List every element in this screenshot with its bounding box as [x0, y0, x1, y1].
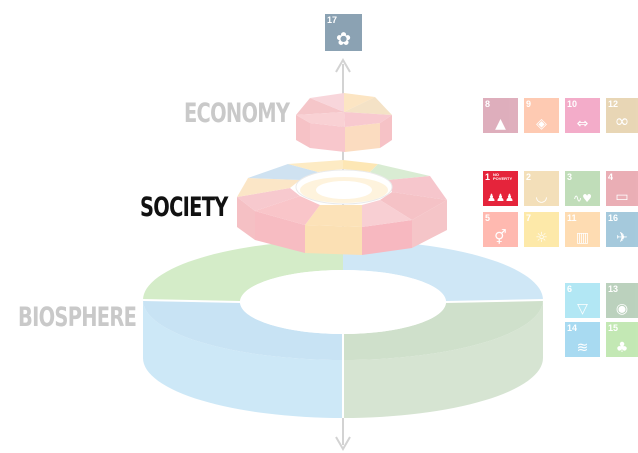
society-ring [237, 160, 447, 255]
sdg-3-number: 3 [567, 172, 573, 182]
sdg-15-number: 15 [608, 323, 619, 333]
society-segment-7 [388, 176, 447, 200]
biosphere-top-back-left [143, 240, 343, 302]
sdg-11-tile[interactable]: 11 ▥ [565, 212, 600, 247]
equality-icon: ⇔ [576, 116, 589, 132]
sdg-10-number: 10 [567, 99, 578, 109]
sdg-9-number: 9 [526, 99, 532, 109]
biosphere-wall-right [343, 300, 543, 418]
sdg-1-number: 1 [485, 172, 491, 182]
fish-icon: ≋ [576, 340, 589, 356]
sdg-12-number: 12 [608, 99, 619, 109]
economy-cake [296, 93, 392, 152]
sdg-9-tile[interactable]: 9 ◈ [524, 98, 559, 133]
society-segment-9 [362, 200, 412, 227]
sdg-2-number: 2 [526, 172, 532, 182]
economy-wedge-6 [296, 112, 345, 127]
sdg-4-number: 4 [608, 172, 614, 182]
economy-label: ECONOMY [184, 98, 290, 129]
biosphere-top-back-right [343, 240, 543, 302]
economy-wedge-2 [310, 93, 344, 112]
sdg-1-tile[interactable]: 1 NO POVERTY ♟♟♟ [483, 171, 518, 206]
biosphere-wall-left [143, 300, 343, 418]
sdg-8-number: 8 [485, 99, 491, 109]
sdg-8-tile[interactable]: 8 ▲ [483, 98, 518, 133]
society-segment-10 [305, 205, 362, 227]
flower-icon: ✿ [335, 29, 352, 50]
society-segment-8 [380, 192, 447, 220]
sdg-7-tile[interactable]: 7 ☼ [524, 212, 559, 247]
sdg-13-number: 13 [608, 284, 619, 294]
sdg-10-tile[interactable]: 10 ⇔ [565, 98, 600, 133]
gender-icon: ⚥ [494, 230, 507, 246]
sdg-12-tile[interactable]: 12 ∞ [606, 98, 638, 133]
sdg-7-number: 7 [526, 213, 532, 223]
sdg-3-tile[interactable]: 3 ∿♥ [565, 171, 600, 206]
cubes-icon: ◈ [536, 116, 547, 132]
tree-icon: ♣ [615, 340, 629, 356]
bowl-icon: ◡ [535, 189, 548, 205]
heartbeat-icon: ∿♥ [572, 192, 593, 205]
biosphere-label: BIOSPHERE [18, 302, 137, 333]
sdg-6-number: 6 [567, 284, 573, 294]
society-label: SOCIETY [140, 192, 228, 223]
sdg-5-number: 5 [485, 213, 491, 223]
sdg-16-tile[interactable]: 16 ✈ [606, 212, 638, 247]
sdg-5-tile[interactable]: 5 ⚥ [483, 212, 518, 247]
eye-globe-icon: ◉ [615, 301, 629, 317]
biosphere-ring [142, 240, 544, 418]
sdg-14-tile[interactable]: 14 ≋ [565, 322, 600, 357]
dove-icon: ✈ [616, 230, 628, 246]
axis-arrow-down-icon [335, 436, 351, 451]
sdg-4-tile[interactable]: 4 ▭ [606, 171, 638, 206]
sdg-16-number: 16 [608, 213, 619, 223]
water-drop-icon: ▽ [577, 301, 588, 317]
family-icon: ♟♟♟ [487, 193, 514, 204]
biosphere-top-front-left [143, 300, 343, 360]
sdg-14-number: 14 [567, 323, 578, 333]
economy-wedge-3 [344, 93, 375, 112]
buildings-icon: ▥ [575, 230, 590, 246]
growth-chart-icon: ▲ [495, 116, 506, 132]
biosphere-top-front-right [343, 300, 543, 360]
sdg-6-tile[interactable]: 6 ▽ [565, 283, 600, 318]
economy-wedge-1 [296, 98, 344, 115]
society-segment-6 [370, 164, 430, 180]
axis-arrow-up-icon [335, 58, 351, 73]
biosphere-center-hole [240, 270, 446, 334]
book-icon: ▭ [615, 189, 629, 205]
sdg-13-tile[interactable]: 13 ◉ [606, 283, 638, 318]
economy-wedge-5 [344, 112, 392, 127]
economy-wedge-4 [344, 97, 392, 115]
sun-icon: ☼ [535, 230, 548, 246]
sdg-1-title: NO POVERTY [493, 172, 513, 181]
sdg-17-tile[interactable]: 17 ✿ [325, 14, 362, 51]
sdg-11-number: 11 [567, 213, 577, 223]
society-segment-11 [255, 196, 320, 225]
infinity-icon: ∞ [614, 111, 630, 132]
society-segment-1 [237, 188, 300, 211]
sdg-15-tile[interactable]: 15 ♣ [606, 322, 638, 357]
society-segment-2 [237, 178, 300, 197]
society-segment-5 [343, 160, 378, 172]
sdg-17-number: 17 [327, 15, 338, 25]
sdg-2-tile[interactable]: 2 ◡ [524, 171, 559, 206]
society-segment-3 [248, 164, 318, 180]
society-segment-4 [288, 160, 343, 172]
